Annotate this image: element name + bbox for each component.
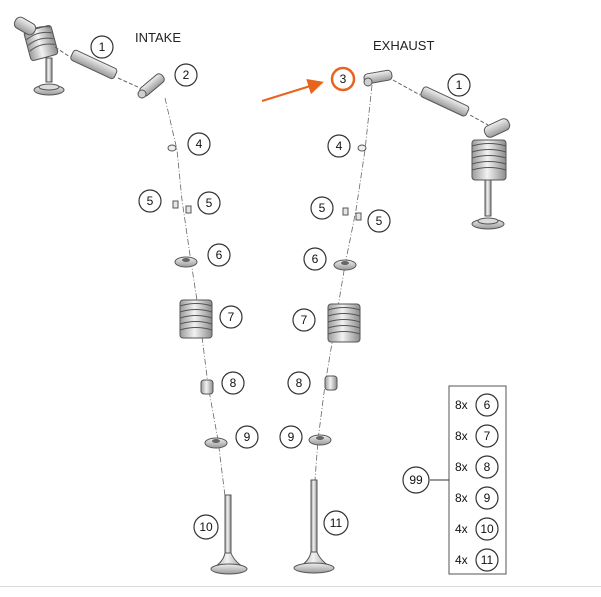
callout-intake-7: 7: [219, 305, 243, 329]
callout-exhaust-5a: 5: [310, 196, 334, 220]
kit-row-quantity: 8x: [455, 398, 468, 412]
callout-exhaust-9: 9: [279, 425, 303, 449]
svg-text:9: 9: [288, 430, 295, 444]
exhaust-valve-seal: [324, 375, 338, 391]
kit-row-quantity: 8x: [455, 460, 468, 474]
kit-row-quantity: 8x: [455, 491, 468, 505]
svg-text:99: 99: [409, 473, 423, 487]
callout-intake-8: 8: [221, 371, 245, 395]
svg-text:11: 11: [330, 516, 343, 530]
intake-valve-cap: [167, 144, 177, 152]
callout-exhaust-11: 11: [323, 510, 349, 536]
intake-valve-seal: [200, 379, 214, 395]
callout-exhaust-6: 6: [303, 247, 327, 271]
callout-intake-1: 1: [90, 35, 114, 59]
kit-row-part-number: 6: [484, 398, 491, 412]
exhaust-valve-keepers: [342, 207, 362, 221]
kit-row-part-circle: [475, 517, 499, 541]
callout-intake-5a: 5: [138, 189, 162, 213]
callout-exhaust-3: 3: [330, 66, 356, 92]
svg-text:5: 5: [206, 196, 213, 210]
kit-row-part-number: 11: [481, 553, 494, 567]
bottom-divider: [0, 586, 601, 587]
kit-row: 8x 7: [455, 424, 499, 448]
kit-row: 8x 6: [455, 393, 499, 417]
kit-row: 8x 8: [455, 455, 499, 479]
intake-spring-seat: [204, 437, 228, 449]
callout-exhaust-7: 7: [292, 308, 316, 332]
kit-row: 4x 11: [455, 548, 499, 572]
kit-row-quantity: 8x: [455, 429, 468, 443]
exhaust-top-valve-assembly: [471, 118, 511, 230]
intake-valve-spring: [179, 299, 213, 339]
svg-text:2: 2: [183, 68, 190, 82]
svg-text:4: 4: [196, 137, 203, 151]
intake-valve: [210, 494, 248, 575]
callout-intake-5b: 5: [197, 191, 221, 215]
exhaust-rocker-shaft: [392, 79, 489, 126]
kit-row-part-number: 9: [484, 491, 491, 505]
svg-text:10: 10: [199, 520, 213, 534]
svg-text:3: 3: [340, 72, 347, 86]
highlight-arrow: [261, 78, 324, 102]
kit-row-part-circle: [475, 455, 499, 479]
callout-exhaust-8: 8: [287, 371, 311, 395]
kit-row-part-circle: [475, 393, 499, 417]
svg-text:5: 5: [147, 194, 154, 208]
svg-text:5: 5: [319, 201, 326, 215]
kit-row-part-number: 8: [484, 460, 491, 474]
svg-text:4: 4: [336, 139, 343, 153]
exhaust-valve-spring: [327, 303, 361, 343]
svg-text:5: 5: [376, 214, 383, 228]
kit-row-quantity: 4x: [455, 553, 468, 567]
callout-exhaust-1: 1: [447, 73, 471, 97]
kit-row-quantity: 4x: [455, 522, 468, 536]
kit-row: 4x 10: [455, 517, 499, 541]
kit-row-part-circle: [475, 424, 499, 448]
kit-row-part-circle: [475, 486, 499, 510]
exhaust-spring-seat: [308, 434, 332, 446]
svg-text:7: 7: [228, 310, 235, 324]
exhaust-rocker-arm: [363, 69, 393, 87]
callout-intake-2: 2: [174, 63, 198, 87]
exhaust-center-line: [311, 84, 373, 521]
callout-intake-10: 10: [193, 514, 219, 540]
svg-text:8: 8: [230, 376, 237, 390]
kit-row: 8x 9: [455, 486, 499, 510]
intake-valve-keepers: [172, 200, 192, 214]
svg-text:1: 1: [456, 78, 463, 92]
kit-row-part-number: 7: [484, 429, 491, 443]
exhaust-valve-cap: [357, 144, 367, 152]
exhaust-valve: [293, 479, 335, 574]
exhaust-label: EXHAUST: [373, 38, 434, 53]
kit-rows: 8x 6 8x 7 8x 8 8x 9 4x 10 4x 11: [455, 393, 499, 572]
intake-rocker-shaft: [54, 46, 141, 89]
callout-kit-99: 99: [402, 466, 430, 494]
callout-exhaust-5b: 5: [367, 209, 391, 233]
intake-center-line: [164, 97, 229, 521]
intake-rocker-arm: [137, 73, 165, 99]
svg-text:6: 6: [312, 252, 319, 266]
intake-spring-retainer: [174, 256, 198, 268]
svg-text:6: 6: [216, 248, 223, 262]
intake-label: INTAKE: [135, 30, 181, 45]
callout-intake-9: 9: [235, 425, 259, 449]
svg-text:7: 7: [301, 313, 308, 327]
callout-intake-4: 4: [187, 132, 211, 156]
intake-top-valve-assembly: [13, 16, 65, 96]
svg-text:8: 8: [296, 376, 303, 390]
svg-text:9: 9: [244, 430, 251, 444]
callout-intake-6: 6: [207, 243, 231, 267]
svg-text:1: 1: [99, 40, 106, 54]
kit-row-part-circle: [475, 548, 499, 572]
kit-legend: 99 8x 6 8x 7 8x 8 8x 9 4x 10 4x 11: [402, 385, 507, 575]
callout-exhaust-4: 4: [327, 134, 351, 158]
kit-row-part-number: 10: [480, 522, 494, 536]
exhaust-spring-retainer: [333, 259, 357, 271]
